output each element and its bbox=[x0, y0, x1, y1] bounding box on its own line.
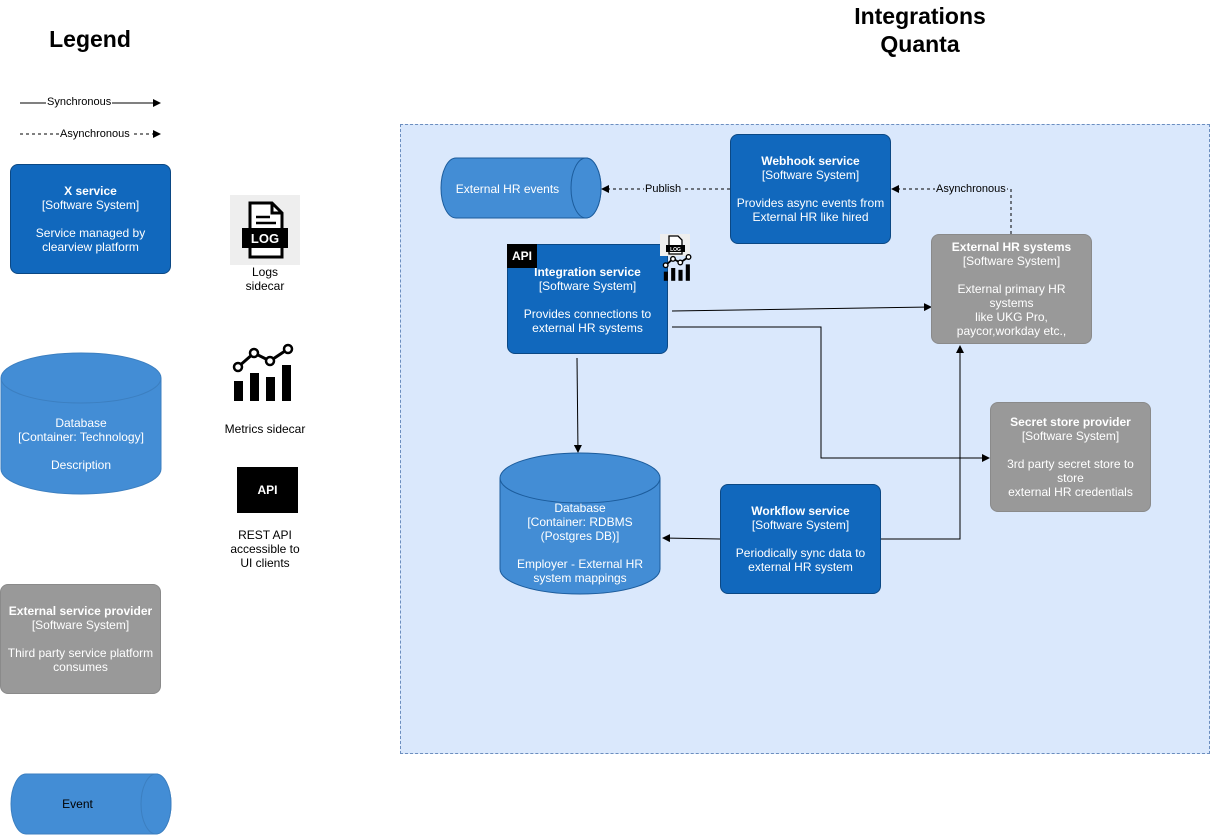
legend-event-label: Event bbox=[62, 797, 93, 811]
log-file-icon: LOG bbox=[230, 195, 300, 265]
legend-sync-label: Synchronous bbox=[46, 96, 113, 109]
legend-x-service-box: X service [Software System] Service mana… bbox=[10, 164, 171, 274]
external-hr-systems-desc-3: paycor,workday etc., bbox=[956, 324, 1067, 338]
secret-store-provider-box[interactable]: Secret store provider [Software System] … bbox=[990, 402, 1151, 512]
workflow-service-type: [Software System] bbox=[751, 518, 850, 532]
integration-service-type: [Software System] bbox=[538, 279, 637, 293]
diagram-title-line-2: Quanta bbox=[880, 31, 960, 57]
secret-store-desc-1: 3rd party secret store to store bbox=[1007, 457, 1134, 485]
edge-workflow-to-external-hr bbox=[881, 345, 964, 540]
diagram-title: Integrations Quanta bbox=[800, 2, 1040, 58]
api-icon: API bbox=[237, 467, 298, 513]
edge-external-hr-to-webhook bbox=[891, 185, 1012, 234]
legend-event-cylinder bbox=[10, 773, 172, 835]
webhook-service-box[interactable]: Webhook service [Software System] Provid… bbox=[730, 134, 891, 244]
workflow-service-desc-2: external HR system bbox=[748, 560, 853, 574]
database-type-2: (Postgres DB)] bbox=[540, 529, 620, 543]
legend-metrics-label: Metrics sidecar bbox=[224, 422, 306, 436]
workflow-service-box[interactable]: Workflow service [Software System] Perio… bbox=[720, 484, 881, 594]
database-desc-1: Employer - External HR bbox=[516, 557, 644, 571]
legend-external-desc-2: consumes bbox=[53, 660, 108, 674]
legend-external-name: External service provider bbox=[8, 604, 153, 618]
integration-log-text: LOG bbox=[670, 247, 681, 253]
workflow-service-desc-1: Periodically sync data to bbox=[735, 546, 866, 560]
legend-logs-label: Logs sidecar bbox=[225, 265, 305, 293]
edge-async-label: Asynchronous bbox=[935, 183, 1007, 196]
workflow-service-name: Workflow service bbox=[751, 504, 850, 518]
database-name: Database bbox=[554, 501, 606, 515]
external-hr-events-cylinder bbox=[440, 157, 602, 219]
legend-external-type: [Software System] bbox=[31, 618, 130, 632]
legend-x-service-desc-2: clearview platform bbox=[42, 240, 139, 254]
integration-api-icon: API bbox=[507, 244, 537, 268]
log-icon-text: LOG bbox=[251, 231, 279, 246]
edge-publish-label: Publish bbox=[644, 183, 683, 196]
legend-x-service-type: [Software System] bbox=[41, 198, 140, 212]
database-desc-2: system mappings bbox=[533, 571, 627, 585]
legend-x-service-name: X service bbox=[64, 184, 117, 198]
external-hr-systems-box[interactable]: External HR systems [Software System] Ex… bbox=[931, 234, 1092, 344]
external-hr-events-label: External HR events bbox=[455, 182, 560, 196]
external-hr-systems-type: [Software System] bbox=[962, 254, 1061, 268]
legend-external-provider-box: External service provider [Software Syst… bbox=[0, 584, 161, 694]
webhook-service-desc-2: External HR like hired bbox=[752, 210, 869, 224]
legend-api-label-1: REST API bbox=[238, 528, 292, 542]
integration-metrics-icon bbox=[662, 254, 694, 282]
legend-api-label-3: UI clients bbox=[240, 556, 290, 570]
legend-async-label: Asynchronous bbox=[59, 128, 131, 141]
legend-title: Legend bbox=[49, 26, 131, 52]
integration-service-box[interactable]: Integration service [Software System] Pr… bbox=[507, 244, 668, 354]
edge-workflow-to-database bbox=[662, 534, 721, 543]
diagram-title-line-1: Integrations bbox=[854, 3, 986, 29]
integration-service-desc-1: Provides connections to bbox=[523, 307, 652, 321]
legend-database-type: [Container: Technology] bbox=[18, 430, 144, 444]
legend-external-desc-1: Third party service platform bbox=[7, 646, 154, 660]
webhook-service-name: Webhook service bbox=[761, 154, 860, 168]
webhook-service-desc-1: Provides async events from bbox=[736, 196, 885, 210]
external-hr-systems-desc-2: like UKG Pro, bbox=[975, 310, 1048, 324]
external-hr-systems-desc-1: External primary HR systems bbox=[957, 282, 1066, 310]
edge-integration-to-external-hr bbox=[671, 303, 932, 312]
edge-integration-to-secret-store bbox=[672, 326, 990, 462]
secret-store-desc-2: external HR credentials bbox=[1008, 485, 1133, 499]
database-text: Database [Container: RDBMS (Postgres DB)… bbox=[499, 501, 661, 585]
database-type-1: [Container: RDBMS bbox=[527, 515, 633, 529]
legend-database-text: Database [Container: Technology] Descrip… bbox=[0, 416, 162, 472]
integration-log-icon: LOG bbox=[660, 234, 690, 256]
integration-service-desc-2: external HR systems bbox=[532, 321, 643, 335]
database-cylinder bbox=[499, 452, 661, 595]
secret-store-type: [Software System] bbox=[1021, 429, 1120, 443]
legend-api-label: REST API accessible to UI clients bbox=[215, 528, 315, 570]
webhook-service-type: [Software System] bbox=[761, 168, 860, 182]
legend-logs-label-1: Logs bbox=[251, 265, 279, 279]
legend-database-name: Database bbox=[55, 416, 107, 430]
legend-database-cylinder bbox=[0, 352, 162, 495]
integration-service-name: Integration service bbox=[534, 265, 641, 279]
external-hr-systems-name: External HR systems bbox=[951, 240, 1072, 254]
secret-store-name: Secret store provider bbox=[1010, 415, 1131, 429]
legend-api-label-2: accessible to bbox=[230, 542, 300, 556]
legend-logs-label-2: sidecar bbox=[245, 279, 285, 293]
metrics-chart-icon bbox=[230, 343, 300, 403]
legend-database-desc: Description bbox=[50, 458, 112, 472]
legend-x-service-desc-1: Service managed by bbox=[35, 226, 146, 240]
edge-integration-to-database bbox=[573, 357, 582, 453]
